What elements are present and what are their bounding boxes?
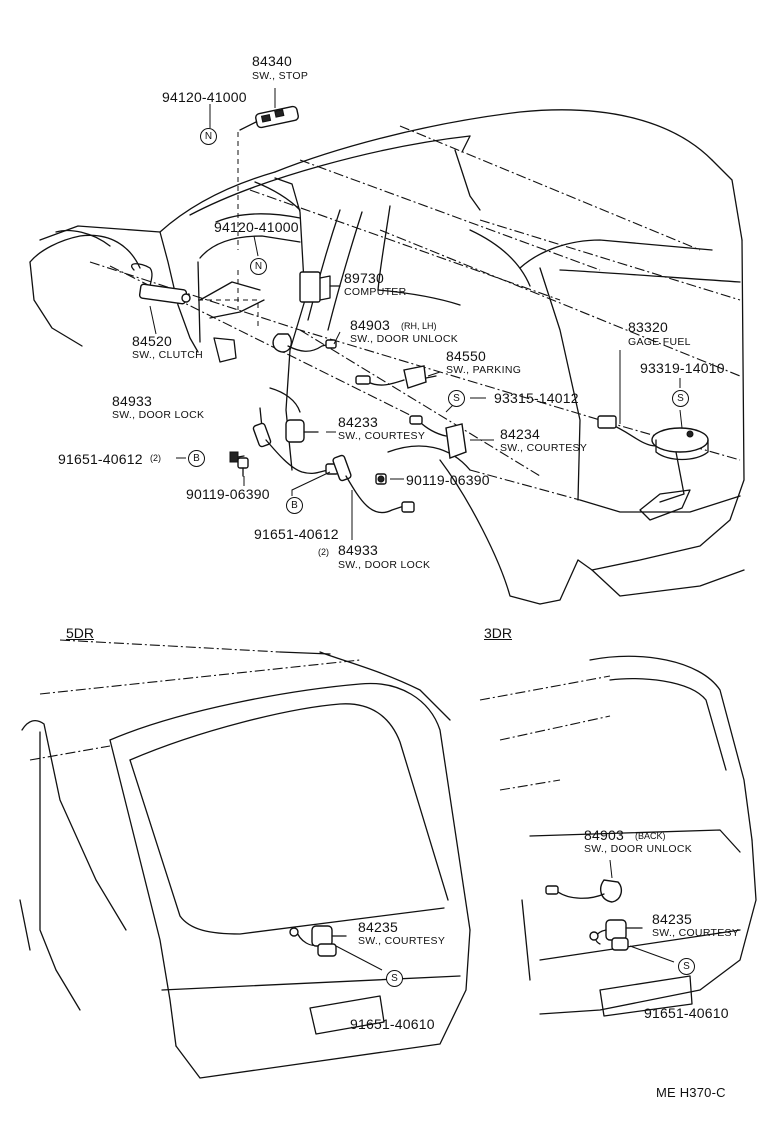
marker-b-lower: B bbox=[286, 497, 303, 514]
part-number-84933-upper: 84933 bbox=[112, 393, 152, 409]
desc-gage-fuel: GAGE FUEL bbox=[628, 336, 691, 348]
qualifier-rh-lh: (RH, LH) bbox=[401, 321, 437, 331]
part-number-89730: 89730 bbox=[344, 270, 384, 286]
3dr-rear-view bbox=[479, 655, 757, 1017]
part-number-94120-top: 94120-41000 bbox=[162, 89, 247, 105]
part-number-84903-back: 84903 bbox=[584, 827, 624, 843]
marker-s-5dr: S bbox=[386, 970, 403, 987]
part-number-84233: 84233 bbox=[338, 414, 378, 430]
marker-b-left: B bbox=[188, 450, 205, 467]
desc-courtesy-84234: SW., COURTESY bbox=[500, 442, 588, 454]
part-number-84235-5dr: 84235 bbox=[358, 919, 398, 935]
part-number-93315: 93315-14012 bbox=[494, 390, 579, 406]
part-number-84235-3dr: 84235 bbox=[652, 911, 692, 927]
desc-courtesy-5dr: SW., COURTESY bbox=[358, 935, 446, 947]
marker-s-fuel: S bbox=[672, 390, 689, 407]
part-number-84550: 84550 bbox=[446, 348, 486, 364]
desc-door-unlock: SW., DOOR UNLOCK bbox=[350, 333, 459, 345]
5dr-rear-view bbox=[19, 639, 471, 1079]
desc-computer: COMPUTER bbox=[344, 286, 407, 298]
diagram-reference-code: ME H370-C bbox=[656, 1085, 726, 1100]
part-number-91651-40610-3dr: 91651-40610 bbox=[644, 1005, 729, 1021]
marker-n-top: N bbox=[200, 128, 217, 145]
part-number-94120-mid: 94120-41000 bbox=[214, 219, 299, 235]
part-number-91651-40612-left: 91651-40612 bbox=[58, 451, 143, 467]
part-number-91651-40610-5dr: 91651-40610 bbox=[350, 1016, 435, 1032]
desc-parking-switch: SW., PARKING bbox=[446, 364, 522, 376]
part-number-84903: 84903 bbox=[350, 317, 390, 333]
desc-door-unlock-back: SW., DOOR UNLOCK bbox=[584, 843, 693, 855]
desc-stop-switch: SW., STOP bbox=[252, 70, 309, 82]
qualifier-qty-2-left: (2) bbox=[150, 453, 161, 463]
qualifier-back: (BACK) bbox=[635, 831, 666, 841]
part-number-93319: 93319-14010 bbox=[640, 360, 725, 376]
marker-s-3dr: S bbox=[678, 958, 695, 975]
part-number-83320: 83320 bbox=[628, 319, 668, 335]
desc-courtesy-3dr: SW., COURTESY bbox=[652, 927, 740, 939]
part-number-84520: 84520 bbox=[132, 333, 172, 349]
top-parts bbox=[131, 105, 709, 514]
desc-door-lock-lower: SW., DOOR LOCK bbox=[338, 559, 431, 571]
section-heading-5dr: 5DR bbox=[66, 625, 95, 641]
desc-courtesy-84233: SW., COURTESY bbox=[338, 430, 426, 442]
part-number-84933-lower: 84933 bbox=[338, 542, 378, 558]
part-number-90119-left: 90119-06390 bbox=[186, 486, 270, 502]
marker-n-mid: N bbox=[250, 258, 267, 275]
desc-clutch-switch: SW., CLUTCH bbox=[132, 349, 203, 361]
marker-s-parking: S bbox=[448, 390, 465, 407]
top-body-outline bbox=[29, 109, 745, 605]
top-leader-lines bbox=[149, 88, 683, 540]
part-number-91651-40612-lower: 91651-40612 bbox=[254, 526, 339, 542]
part-number-84340: 84340 bbox=[252, 53, 292, 69]
qualifier-qty-2-lower: (2) bbox=[318, 547, 329, 557]
section-heading-3dr: 3DR bbox=[484, 625, 513, 641]
part-number-84234: 84234 bbox=[500, 426, 540, 442]
desc-door-lock-upper: SW., DOOR LOCK bbox=[112, 409, 205, 421]
part-number-90119-right: 90119-06390 bbox=[406, 472, 490, 488]
